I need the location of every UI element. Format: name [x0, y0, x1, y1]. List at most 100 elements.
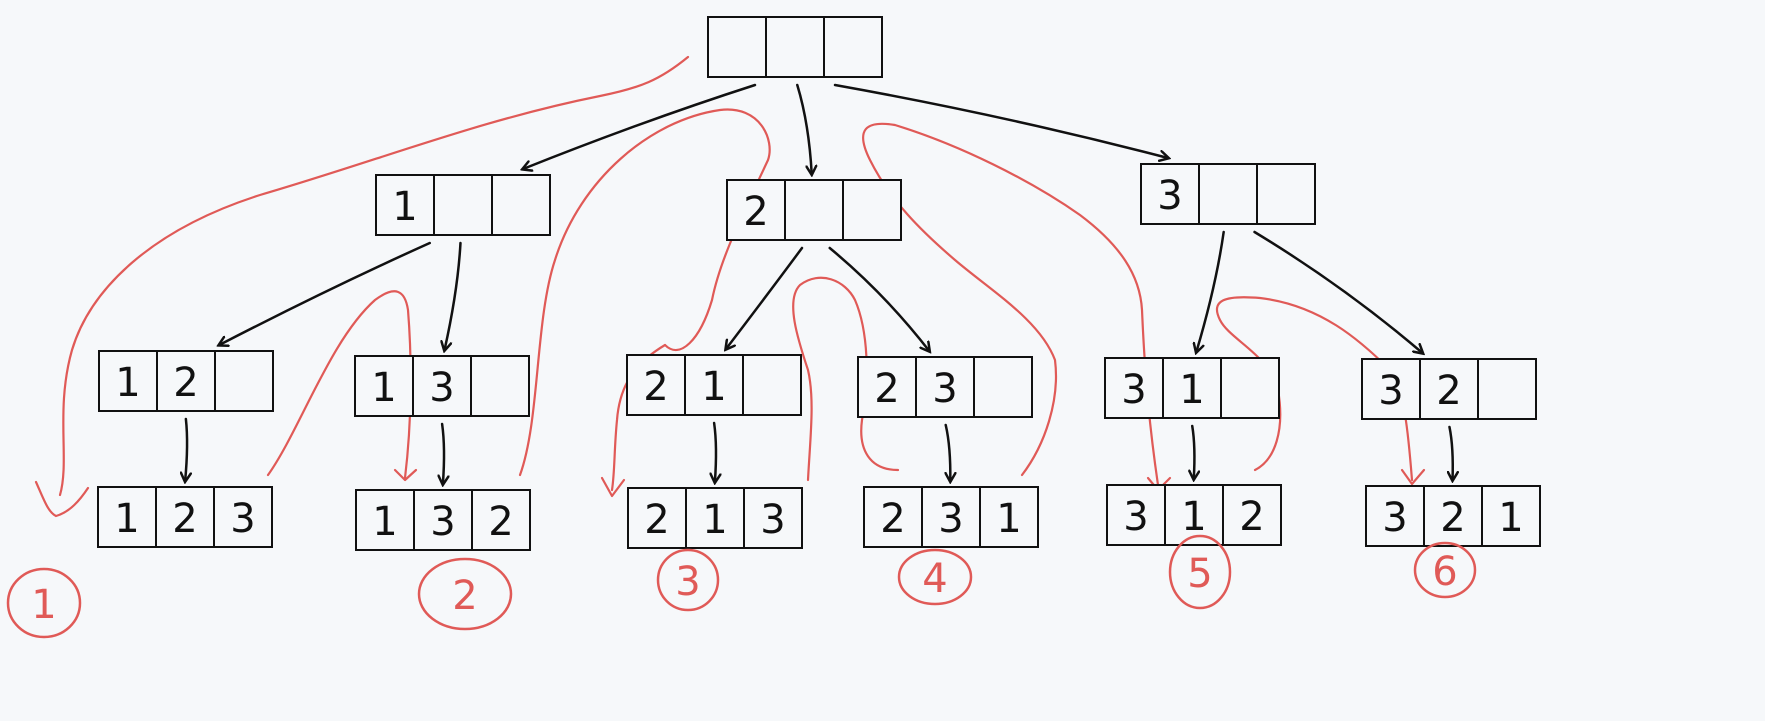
order-label-number: 1	[31, 582, 56, 628]
node-cell-value: 3	[760, 497, 785, 543]
node-cell-value: 2	[173, 360, 198, 406]
node-cell-value: 3	[938, 496, 963, 542]
tree-node-root	[707, 16, 883, 78]
tree-edge	[946, 423, 951, 481]
node-cell	[842, 179, 902, 241]
node-cell	[1106, 484, 1166, 546]
node-cell	[707, 16, 767, 78]
node-cell	[155, 486, 215, 548]
order-label-circle	[656, 548, 720, 612]
node-cell	[1423, 485, 1483, 547]
node-cell	[354, 355, 414, 417]
tree-edge	[714, 421, 716, 482]
node-cell	[491, 174, 551, 236]
node-cell-value: 2	[1239, 494, 1264, 540]
node-cell	[1162, 357, 1222, 419]
node-cell-value: 2	[880, 496, 905, 542]
node-cell-value: 3	[932, 366, 957, 412]
tree-edge	[828, 246, 930, 351]
node-cell	[726, 179, 786, 241]
node-cell-value: 2	[172, 496, 197, 542]
node-cell-value: 3	[1123, 494, 1148, 540]
node-cell-value: 3	[1378, 368, 1403, 414]
dfs-trace-curve	[58, 55, 690, 497]
dfs-trace-curve	[862, 122, 1160, 487]
tree-node-n1: 1	[375, 174, 551, 236]
node-cell	[685, 487, 745, 549]
node-cell	[413, 489, 473, 551]
leaf-order-labels-layer: 1 2 3 4 5 6	[6, 534, 1477, 639]
order-label-circle	[1168, 534, 1232, 610]
tree-edge	[726, 246, 804, 349]
order-label-circle	[6, 567, 82, 639]
order-label-number: 2	[452, 573, 477, 619]
node-cell	[1256, 163, 1316, 225]
tree-edge	[1253, 230, 1423, 353]
node-cell	[921, 486, 981, 548]
node-cell	[355, 489, 415, 551]
node-cell-value: 1	[1498, 495, 1523, 541]
node-cell-value: 3	[1157, 173, 1182, 219]
node-cell-value: 1	[702, 497, 727, 543]
node-cell	[742, 354, 802, 416]
tree-edge	[1196, 230, 1225, 352]
node-cell-value: 2	[644, 497, 669, 543]
leaf-order-label: 2	[417, 557, 513, 631]
order-label-number: 5	[1187, 551, 1212, 597]
leaf-order-label: 6	[1413, 541, 1477, 599]
tree-edge	[1192, 424, 1194, 479]
node-cell	[626, 354, 686, 416]
node-cell-value: 2	[488, 499, 513, 545]
node-cell-value: 2	[743, 189, 768, 235]
node-cell	[97, 486, 157, 548]
node-cell-value: 1	[115, 360, 140, 406]
node-cell	[214, 350, 274, 412]
node-cell	[1164, 484, 1224, 546]
node-cell-value: 1	[371, 365, 396, 411]
node-cell	[1419, 358, 1479, 420]
node-cell-value: 2	[874, 366, 899, 412]
tree-edge	[442, 422, 444, 484]
dfs-trace-layer	[34, 55, 1426, 518]
tree-edge	[523, 83, 757, 169]
node-cell	[470, 355, 530, 417]
node-cell-value: 3	[430, 499, 455, 545]
node-cell-value: 3	[1382, 495, 1407, 541]
order-label-number: 4	[922, 556, 947, 602]
node-cell	[823, 16, 883, 78]
dfs-trace-curve	[518, 108, 771, 477]
dfs-trace-curve	[393, 468, 418, 482]
leaf-order-label: 3	[656, 548, 720, 612]
node-cell	[375, 174, 435, 236]
node-cell-value: 1	[392, 184, 417, 230]
node-cell	[433, 174, 493, 236]
leaf-order-label: 1	[6, 567, 82, 639]
node-cell-value: 1	[372, 499, 397, 545]
tree-edges-layer	[185, 83, 1453, 484]
tree-node-n2: 2	[726, 179, 902, 241]
node-cell	[973, 356, 1033, 418]
node-cell	[1222, 484, 1282, 546]
tree-edge	[833, 83, 1168, 158]
order-label-number: 3	[675, 559, 700, 605]
dfs-trace-curve	[34, 480, 90, 518]
node-cell	[1361, 358, 1421, 420]
dfs-trace-curve	[600, 476, 626, 498]
node-cell	[1481, 485, 1541, 547]
tree-node-n3: 3	[1140, 163, 1316, 225]
node-cell	[784, 179, 844, 241]
dfs-trace-curve	[792, 276, 900, 482]
node-cell-value: 1	[1179, 367, 1204, 413]
node-cell-value: 1	[996, 496, 1021, 542]
